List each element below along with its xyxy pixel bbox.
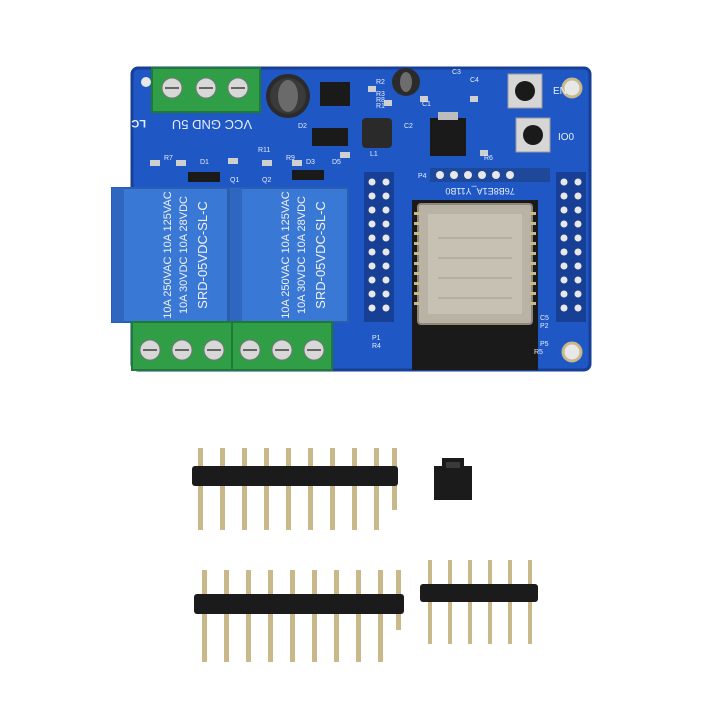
relay-2-rating-2: 10A 30VDC 10A 28VDC — [296, 196, 308, 314]
silk-r7: R7 — [164, 155, 173, 162]
en-button[interactable]: EN — [507, 73, 567, 109]
silk-r9: R9 — [286, 155, 295, 162]
relay-1: 10A 250VAC 10A 125VAC 10A 30VDC 10A 28VD… — [111, 187, 229, 323]
smd-components — [150, 86, 488, 166]
mounting-hole — [561, 77, 583, 99]
relay-2-rating-1: 10A 250VAC 10A 125VAC — [280, 191, 292, 318]
relay-2-model: SRD-05VDC-SL-C — [313, 201, 328, 309]
mounting-hole — [141, 77, 151, 87]
capacitor-small — [392, 68, 420, 96]
relay-1-model: SRD-05VDC-SL-C — [195, 201, 210, 309]
esp32-module — [412, 200, 538, 370]
silk-r5: R5 — [534, 349, 543, 356]
relay-board: VCC GND 5U LC EN IO0 — [111, 66, 592, 372]
silk-c4: C4 — [470, 77, 479, 84]
pin-header-6 — [420, 560, 538, 644]
silk-r1: R1 — [376, 103, 385, 110]
silk-d5: D5 — [332, 159, 341, 166]
silk-p2: P2 — [540, 323, 549, 330]
silk-d3: D3 — [306, 159, 315, 166]
silk-q2: Q2 — [262, 177, 271, 184]
silk-d2: D2 — [298, 123, 307, 130]
relay-1-rating-2: 10A 30VDC 10A 28VDC — [178, 196, 190, 314]
silk-r4: R4 — [372, 343, 381, 350]
silk-r8: R8 — [376, 97, 385, 104]
silk-d1: D1 — [200, 159, 209, 166]
diode-d3 — [292, 170, 324, 180]
module-id: 76B8E1A_Y11B0 — [445, 186, 514, 196]
power-label: VCC GND 5U — [172, 117, 252, 132]
silk-r6: R6 — [484, 155, 493, 162]
silk-r2: R2 — [376, 79, 385, 86]
regulator — [430, 118, 466, 156]
silk-r11: R11 — [258, 147, 270, 154]
relay-1-rating-1: 10A 250VAC 10A 125VAC — [162, 191, 174, 318]
capacitor-large — [266, 74, 310, 118]
io0-label: IO0 — [558, 132, 575, 143]
relay-2: 10A 250VAC 10A 125VAC 10A 30VDC 10A 28VD… — [229, 187, 349, 323]
silk-c5: C5 — [540, 315, 549, 322]
header-p1 — [364, 172, 394, 322]
ic-chip — [320, 82, 350, 106]
relay-terminal-block-2 — [231, 321, 333, 371]
silk-c3: C3 — [452, 69, 461, 76]
jumper-cap — [434, 458, 472, 500]
relay-terminal-block-1 — [131, 321, 233, 371]
silk-p4: P4 — [418, 173, 427, 180]
silk-p1: P1 — [372, 335, 381, 342]
silk-q1: Q1 — [230, 177, 239, 184]
silk-c1: C1 — [422, 101, 431, 108]
mounting-hole — [561, 341, 583, 363]
inductor — [362, 118, 392, 148]
silk-p5: P5 — [540, 341, 549, 348]
pin-header-10 — [192, 448, 398, 530]
board-id: LC — [131, 117, 146, 129]
io0-button[interactable]: IO0 — [515, 117, 575, 153]
pin-header-10-b — [194, 570, 404, 662]
power-terminal-block — [151, 67, 261, 113]
header-p2 — [556, 172, 586, 322]
diode-d1 — [188, 172, 220, 182]
diode — [312, 128, 348, 146]
silk-c2: C2 — [404, 123, 413, 130]
silk-r3: R3 — [376, 91, 385, 98]
silkscreen-labels: C4 C3 R2 R3 C1 C2 R1 R8 D2 L1 P4 P1 P2 R… — [164, 69, 549, 356]
header-p4 — [430, 168, 550, 182]
silk-l1: L1 — [370, 151, 378, 158]
en-label: EN — [553, 86, 567, 97]
